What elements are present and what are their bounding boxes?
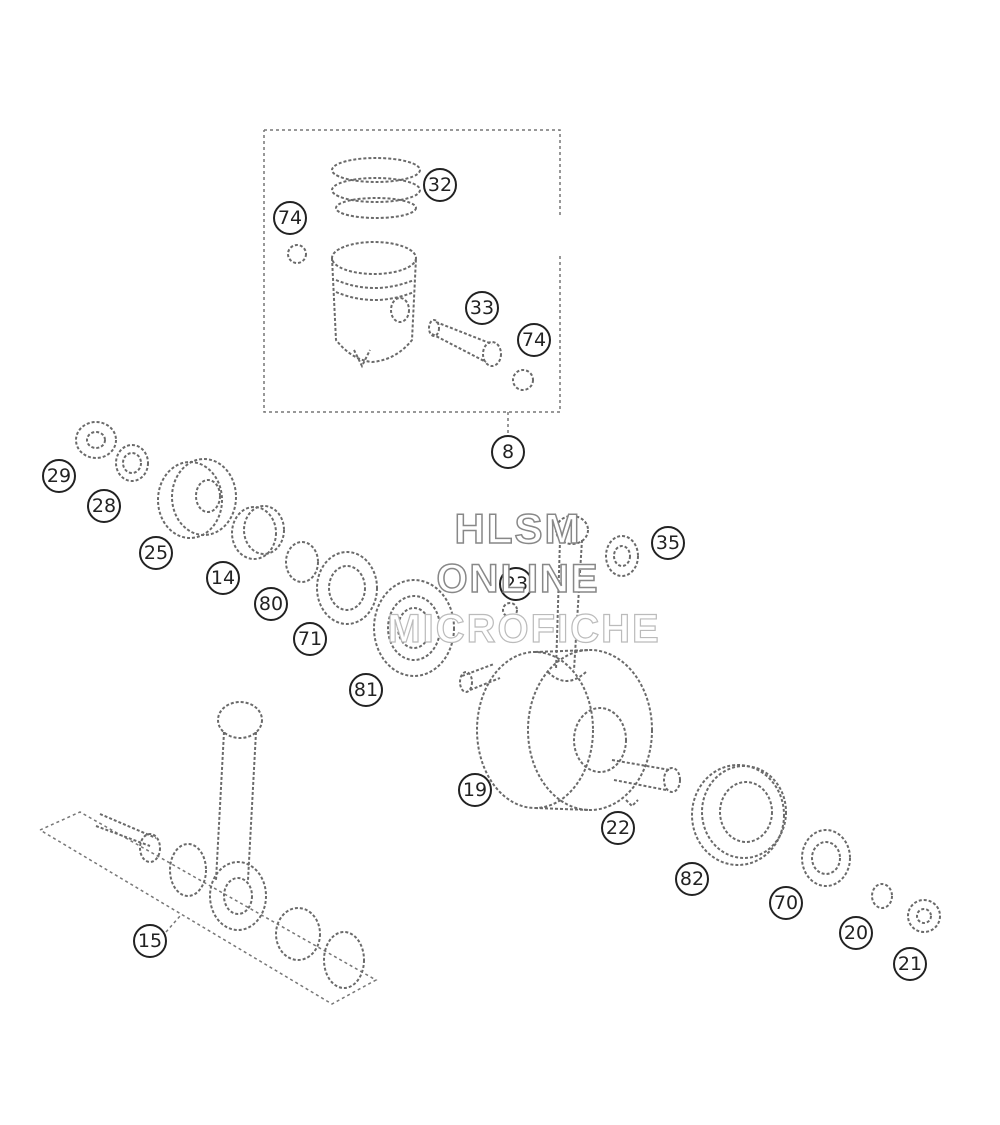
nut-21 <box>907 899 941 933</box>
svg-text:71: 71 <box>298 628 322 650</box>
svg-text:70: 70 <box>774 892 798 914</box>
crank-connecting-rod <box>547 515 589 682</box>
crankshaft <box>459 649 681 811</box>
callout-81[interactable]: 81 <box>349 673 383 707</box>
callout-19[interactable]: 19 <box>458 773 492 807</box>
svg-text:28: 28 <box>92 495 116 517</box>
callout-21[interactable]: 21 <box>893 947 927 981</box>
part-23 <box>502 602 518 618</box>
part-22 <box>625 799 639 808</box>
piston <box>331 241 417 369</box>
nut-29 <box>75 421 117 459</box>
o-ring-80 <box>285 541 319 583</box>
callout-15[interactable]: 15 <box>133 924 167 958</box>
callout-25[interactable]: 25 <box>139 536 173 570</box>
callout-22[interactable]: 22 <box>601 811 635 845</box>
svg-text:15: 15 <box>138 930 162 952</box>
callout-74-left[interactable]: 74 <box>273 201 307 235</box>
svg-text:82: 82 <box>680 868 704 890</box>
watermark-line1: HLSM <box>454 504 582 553</box>
svg-text:29: 29 <box>47 465 71 487</box>
svg-text:22: 22 <box>606 817 630 839</box>
piston-rings <box>331 157 421 219</box>
svg-text:21: 21 <box>898 953 922 975</box>
callout-8[interactable]: 8 <box>491 435 525 469</box>
callout-32[interactable]: 32 <box>423 168 457 202</box>
svg-text:20: 20 <box>844 922 868 944</box>
callout-33[interactable]: 33 <box>465 291 499 325</box>
svg-text:32: 32 <box>428 174 452 196</box>
svg-text:14: 14 <box>211 567 235 589</box>
gear-25 <box>157 458 237 539</box>
piston-kit-box <box>263 129 561 413</box>
circlip-left <box>287 244 307 264</box>
svg-text:80: 80 <box>259 593 283 615</box>
svg-text:23: 23 <box>504 573 528 595</box>
connecting-rod-kit <box>39 701 378 1005</box>
callout-80[interactable]: 80 <box>254 587 288 621</box>
circlip-right <box>512 369 534 391</box>
piston-pin <box>428 319 502 367</box>
callout-28[interactable]: 28 <box>87 489 121 523</box>
watermark-line3: MICROFICHE <box>387 606 661 651</box>
watermark-line2: ONLINE <box>436 556 600 602</box>
bearing-81 <box>373 579 455 677</box>
washer-20 <box>871 883 893 909</box>
bearing-82 <box>691 764 787 866</box>
callout-23[interactable]: 23 <box>499 567 533 601</box>
svg-text:33: 33 <box>470 297 494 319</box>
rod-kit-leader <box>165 915 181 933</box>
callout-35[interactable]: 35 <box>651 526 685 560</box>
callout-20[interactable]: 20 <box>839 916 873 950</box>
svg-text:74: 74 <box>522 329 546 351</box>
svg-text:74: 74 <box>278 207 302 229</box>
needle-bearing-35 <box>605 535 639 577</box>
washer-28 <box>115 444 149 482</box>
svg-text:8: 8 <box>502 441 514 463</box>
svg-text:19: 19 <box>463 779 487 801</box>
svg-text:81: 81 <box>354 679 378 701</box>
svg-text:35: 35 <box>656 532 680 554</box>
shaft-seal-70 <box>801 829 851 887</box>
callout-29[interactable]: 29 <box>42 459 76 493</box>
callout-70[interactable]: 70 <box>769 886 803 920</box>
callout-71[interactable]: 71 <box>293 622 327 656</box>
callout-74-right[interactable]: 74 <box>517 323 551 357</box>
sleeve-14 <box>231 505 285 560</box>
svg-text:25: 25 <box>144 542 168 564</box>
shaft-seal-71 <box>316 551 378 625</box>
callout-82[interactable]: 82 <box>675 862 709 896</box>
callout-14[interactable]: 14 <box>206 561 240 595</box>
